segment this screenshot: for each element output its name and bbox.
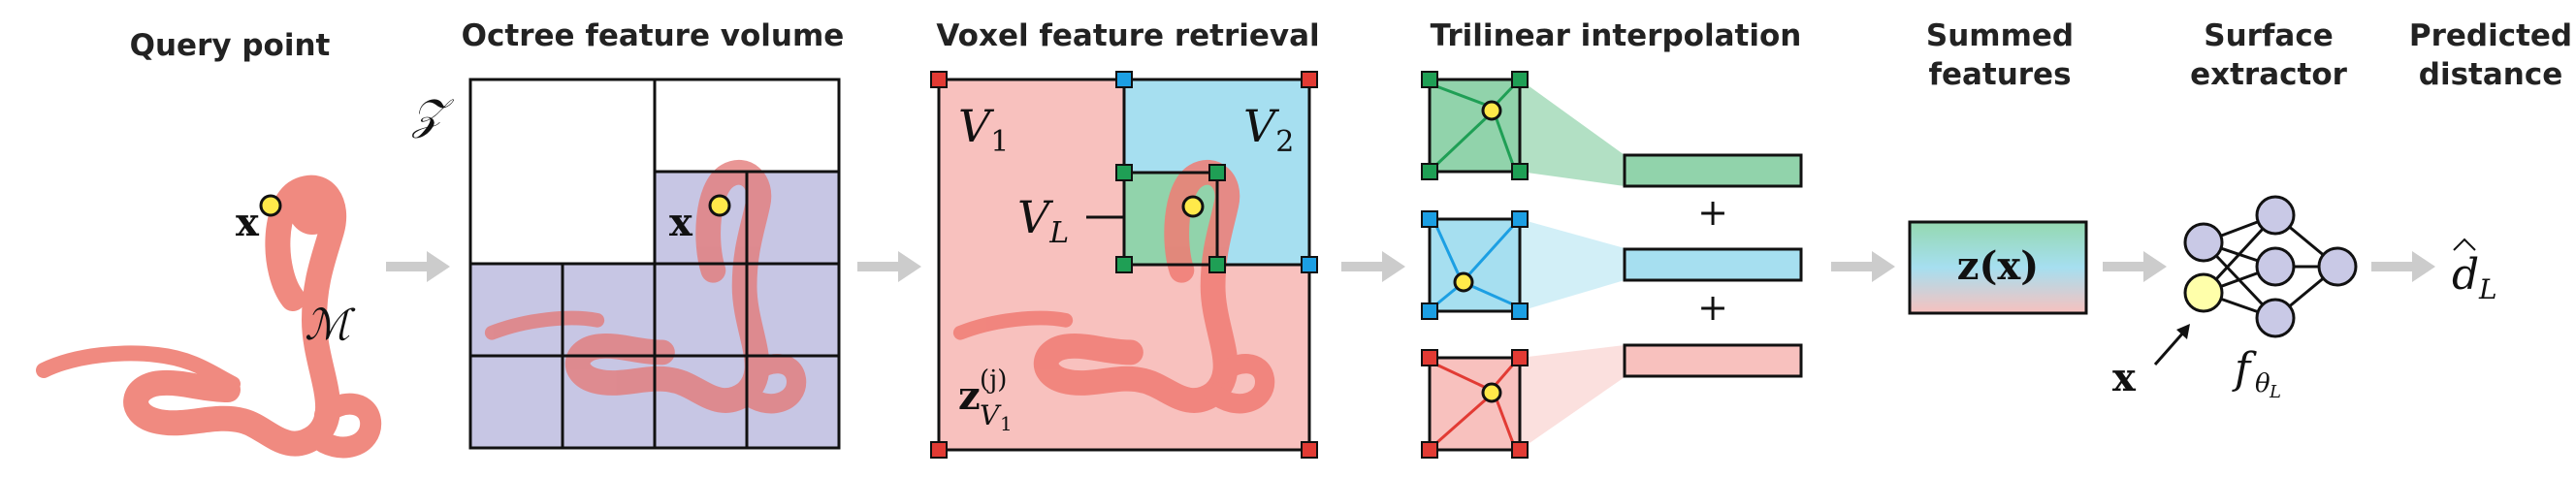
symbol-mesh: ℳ [305,301,356,350]
flow-arrow-4 [1831,251,1895,282]
flow-arrow-1 [386,251,450,282]
label-extractor-line1: Surface [2204,18,2334,53]
flow-arrow-5 [2103,251,2167,282]
symbol-z-v1: z (j) V 1 [958,366,1013,435]
interp-cell-blue [1421,210,1625,320]
plus-sign-2: + [1697,286,1728,329]
svg-text:L: L [2269,382,2281,402]
voxel-query-point [1181,195,1205,218]
flow-arrow-3 [1341,251,1405,282]
label-trilinear: Trilinear interpolation [1431,18,1802,53]
voxel-block [930,71,1318,459]
svg-text:(j): (j) [980,366,1007,395]
svg-text:f: f [2232,344,2257,394]
symbol-d-hat: d L [2452,238,2497,305]
symbol-v1: V1 [958,100,1009,159]
interp-cell-red [1421,345,1625,459]
feature-bar-blue [1623,247,1803,282]
label-distance-line1: Predicted [2409,18,2572,53]
interp-cell-green [1421,71,1625,186]
flow-arrow-6 [2371,251,2435,282]
symbol-f-theta: f θ L [2232,344,2281,402]
label-summed-line2: features [1928,57,2071,92]
flow-arrow-2 [857,251,921,282]
svg-text:L: L [2478,273,2497,305]
query-point-marker [259,194,282,217]
label-query-point: Query point [130,28,331,63]
svg-text:V: V [980,399,1002,431]
symbol-z-volume: 𝒵 [411,90,455,140]
symbol-v2: V2 [1243,100,1294,159]
query-snake [36,175,382,459]
symbol-vl: VL [1017,191,1069,250]
symbol-x-input: x [2112,355,2137,400]
symbol-x-octree: x [669,200,693,245]
feature-bar-green [1623,153,1803,188]
symbol-zx: z(x) [1957,243,2039,289]
label-extractor-line2: extractor [2190,57,2348,92]
plus-sign-1: + [1697,191,1728,234]
feature-bar-red [1623,343,1803,378]
octree-query-point [708,194,731,217]
mlp-network [2153,195,2358,366]
svg-text:d: d [2452,250,2479,300]
label-octree: Octree feature volume [462,18,845,53]
label-summed-line1: Summed [1926,18,2074,53]
octree-grid [468,78,841,450]
summed-feature-box [1908,220,2088,315]
svg-text:z: z [958,373,981,419]
svg-text:1: 1 [1000,412,1013,435]
symbol-x-query: x [236,200,260,245]
label-voxel-retrieval: Voxel feature retrieval [936,18,1319,53]
svg-text:θ: θ [2255,369,2270,398]
label-distance-line2: distance [2419,57,2562,92]
